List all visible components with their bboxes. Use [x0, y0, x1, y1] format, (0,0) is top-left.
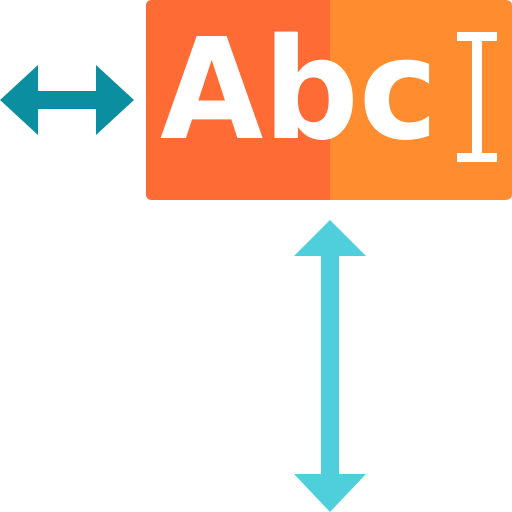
text-cursor-icon [457, 32, 497, 162]
vertical-resize-arrow-icon [294, 220, 366, 512]
text-box: Abc [146, 0, 512, 200]
horizontal-resize-arrow-icon [0, 65, 134, 135]
text-sample: Abc [160, 9, 438, 172]
